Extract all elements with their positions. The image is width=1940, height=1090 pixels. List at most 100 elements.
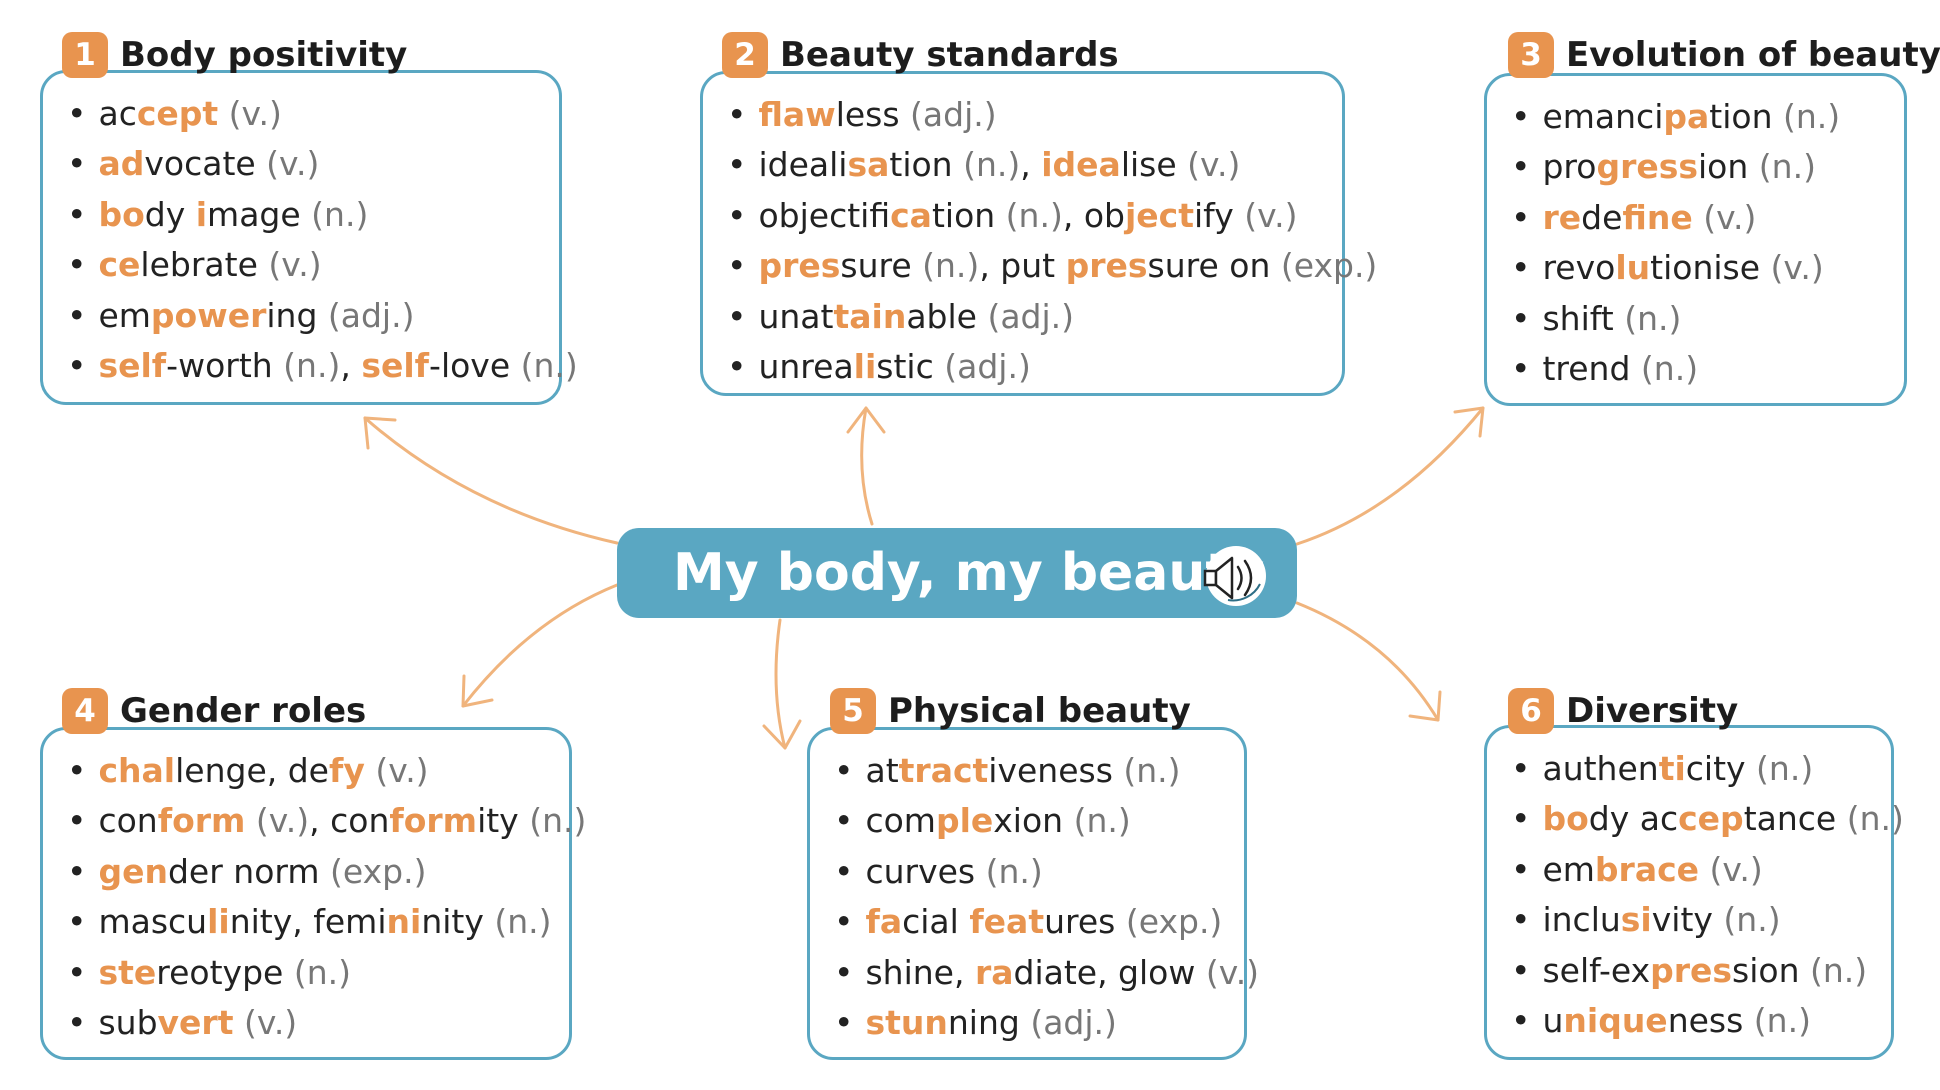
word-text: tion (889, 145, 953, 185)
word-list: attractiveness (n.)complexion (n.)curves… (810, 730, 1259, 1048)
word-text: stic (876, 347, 934, 387)
stress-syllable: li (207, 902, 230, 942)
stress-syllable: sa (847, 145, 890, 185)
arrow-to-box-2 (860, 406, 874, 526)
category-title: Physical beauty (888, 691, 1191, 731)
word-text: unrea (758, 347, 854, 387)
category-header: 6 Diversity (1508, 688, 1738, 734)
part-of-speech: (adj.) (899, 95, 997, 134)
category-number-badge: 1 (62, 32, 108, 78)
stress-syllable: cep (1678, 799, 1744, 839)
word-list: flawless (adj.)idealisation (n.), ideali… (703, 74, 1377, 392)
word-text: trend (1542, 349, 1631, 389)
word-text: tionise (1650, 248, 1761, 288)
stress-syllable: self (98, 346, 167, 386)
part-of-speech: (v.) (245, 801, 310, 841)
stress-syllable: form (389, 801, 478, 841)
arrow-head-6 (1408, 690, 1442, 722)
word-text: tance (1743, 799, 1837, 839)
word-text: xion (993, 801, 1064, 841)
part-of-speech: (n.) (483, 902, 552, 942)
word-text: reotype (156, 952, 284, 992)
vocab-item: subvert (v.) (67, 998, 569, 1048)
part-of-speech: (adj.) (933, 347, 1031, 387)
vocab-item: revolutionise (v.) (1511, 243, 1904, 293)
stress-syllable: stun (865, 1003, 948, 1043)
stress-syllable: power (150, 295, 267, 335)
arrow-to-box-1 (363, 416, 619, 545)
word-text: tion (931, 195, 996, 235)
word-text: pro (1542, 147, 1597, 187)
word-text: lebrate (140, 245, 258, 285)
word-text: nity, femi (229, 902, 387, 942)
word-text: sion (1732, 950, 1800, 990)
word-text: vocate (144, 144, 256, 184)
vocab-item: celebrate (v.) (67, 240, 559, 290)
word-text: , con (309, 801, 390, 841)
arrow-head-5 (762, 719, 802, 750)
word-text: mascu (98, 902, 208, 942)
word-list: challenge, defy (v.)conform (v.), confor… (43, 730, 586, 1048)
stress-syllable: form (157, 801, 246, 841)
vocab-item: advocate (v.) (67, 139, 559, 189)
speaker-icon[interactable] (1200, 540, 1272, 612)
stress-syllable: brace (1594, 849, 1700, 889)
stress-syllable: feat (969, 902, 1045, 942)
part-of-speech: (n.) (1613, 298, 1682, 338)
word-text: , put (979, 246, 1066, 286)
category-number-badge: 6 (1508, 688, 1554, 734)
word-text: able (906, 296, 977, 336)
word-text: mage (207, 194, 301, 234)
vocab-item: complexion (n.) (834, 796, 1244, 846)
word-text: lenge, de (175, 751, 329, 790)
word-text: tion (1709, 97, 1773, 136)
word-text: sub (98, 1003, 158, 1043)
stress-syllable: ti (1658, 749, 1686, 788)
word-text: -worth (166, 346, 273, 386)
part-of-speech: (n.) (518, 801, 587, 841)
word-text: ing (266, 295, 318, 335)
word-text: ity (477, 801, 519, 841)
stress-syllable: ca (890, 195, 932, 235)
vocab-item: objectification (n.), objectify (v.) (727, 191, 1342, 241)
vocab-item: accept (v.) (67, 89, 559, 139)
word-text: authen (1542, 749, 1659, 788)
stress-syllable: ple (935, 801, 994, 841)
word-text: , (340, 346, 362, 386)
part-of-speech: (n.) (272, 346, 341, 386)
part-of-speech: (exp.) (319, 851, 427, 891)
part-of-speech: (n.) (510, 346, 578, 386)
vocab-item: attractiveness (n.) (834, 746, 1244, 796)
vocab-item: facial features (exp.) (834, 897, 1244, 947)
word-text: city (1685, 749, 1746, 788)
word-text: inclu (1542, 900, 1621, 940)
word-text: de (1581, 197, 1623, 237)
stress-syllable: ra (974, 952, 1014, 992)
center-title: My body, my beauty (673, 543, 1265, 603)
stress-syllable: dea (1052, 145, 1121, 185)
stress-syllable: gen (98, 851, 168, 891)
category-title: Gender roles (120, 691, 367, 731)
part-of-speech: (n.) (1745, 749, 1814, 788)
word-text: lise (1120, 145, 1177, 185)
stress-syllable: vert (157, 1003, 234, 1043)
arrow-head-4 (461, 674, 494, 708)
category-box-gender-roles: challenge, defy (v.)conform (v.), confor… (40, 727, 586, 1060)
vocab-item: shift (n.) (1511, 294, 1904, 344)
stress-syllable: ad (98, 144, 145, 184)
word-text: ness (1667, 1001, 1744, 1041)
part-of-speech: (v.) (1699, 849, 1763, 889)
vocab-item: conform (v.), conformity (n.) (67, 796, 586, 846)
word-text: ning (947, 1003, 1020, 1043)
stress-syllable: cept (136, 94, 219, 133)
category-number-badge: 2 (722, 32, 768, 78)
vocab-item: embrace (v.) (1511, 845, 1891, 895)
stress-syllable: flaw (758, 95, 836, 134)
part-of-speech: (n.) (911, 246, 980, 286)
vocab-item: redefine (v.) (1511, 193, 1904, 243)
stress-syllable: pres (1650, 950, 1733, 990)
part-of-speech: (v.) (255, 144, 320, 184)
vocab-item: idealisation (n.), idealise (v.) (727, 140, 1342, 190)
stress-syllable: li (853, 347, 877, 387)
